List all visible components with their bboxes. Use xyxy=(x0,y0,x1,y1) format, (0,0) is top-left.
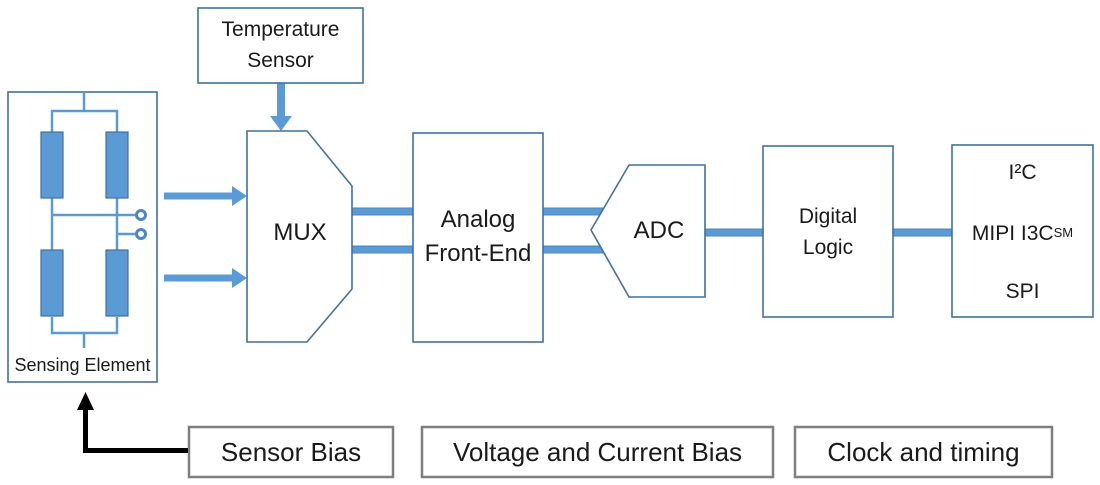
bridge-resistor-bottom-left xyxy=(40,249,64,317)
interface-label-mipi-i3c-text: MIPI I3C xyxy=(971,221,1054,245)
interface-box xyxy=(951,144,1094,318)
sensing-element-label: Sensing Element xyxy=(14,355,151,375)
bridge-terminal-circle-1 xyxy=(135,209,147,221)
mux-shape xyxy=(246,130,353,343)
mux-to-afe-bus-top xyxy=(350,207,415,216)
wheatstone-bridge xyxy=(40,93,147,348)
voltage-current-bias-label: Voltage and Current Bias xyxy=(452,437,743,467)
voltage-current-bias-box xyxy=(420,425,775,479)
bridge-resistor-top-right xyxy=(105,131,129,199)
analog-front-end-label-line1: Analog xyxy=(440,206,516,233)
temperature-sensor-label-line2: Sensor xyxy=(247,49,314,72)
clock-timing-box xyxy=(793,425,1054,479)
sensing-to-mux-arrow-1 xyxy=(164,186,247,206)
analog-front-end-label: Analog Front-End xyxy=(413,203,543,271)
digital-logic-label: Digital Logic xyxy=(763,201,893,263)
bridge-resistor-bottom-right xyxy=(105,249,129,317)
digital-logic-label-line1: Digital xyxy=(798,205,858,228)
clock-timing-label: Clock and timing xyxy=(827,437,1020,467)
bottom-boxes xyxy=(187,425,1054,479)
mux-to-afe-bus-bottom xyxy=(350,245,415,254)
analog-front-end-box xyxy=(412,132,544,343)
temperature-sensor-label-line1: Temperature xyxy=(221,18,340,41)
temp-sensor-to-mux-arrow xyxy=(270,83,292,131)
digital-logic-label-line2: Logic xyxy=(802,236,854,259)
interface-label-i2c: I²C xyxy=(1008,160,1037,184)
analog-front-end-label-line2: Front-End xyxy=(424,240,532,267)
temperature-sensor-box xyxy=(197,7,364,84)
interface-label-spi: SPI xyxy=(1005,279,1040,303)
bridge-terminal-circle-2 xyxy=(135,228,147,240)
adc-to-digital-bus xyxy=(703,228,765,237)
afe-to-adc-bus-top xyxy=(541,207,608,216)
adc-label: ADC xyxy=(633,217,685,244)
sensing-element-box xyxy=(7,91,158,383)
digital-to-interface-bus xyxy=(891,228,954,237)
adc-shape xyxy=(590,164,706,298)
sensor-bias-to-sensing-arrow xyxy=(77,392,188,453)
bridge-top-rail-wire xyxy=(50,109,119,132)
bridge-resistor-top-left xyxy=(40,131,64,199)
afe-to-adc-bus-bottom xyxy=(541,245,608,254)
digital-logic-box xyxy=(762,145,894,318)
temperature-sensor-label: Temperature Sensor xyxy=(198,14,363,76)
mux-label: MUX xyxy=(273,219,327,246)
sensor-bias-box xyxy=(187,425,395,479)
interface-label-mipi-i3c-sup: SM xyxy=(1053,225,1074,241)
sensing-to-mux-arrow-2 xyxy=(164,268,247,288)
sensor-bias-label: Sensor Bias xyxy=(220,437,362,467)
